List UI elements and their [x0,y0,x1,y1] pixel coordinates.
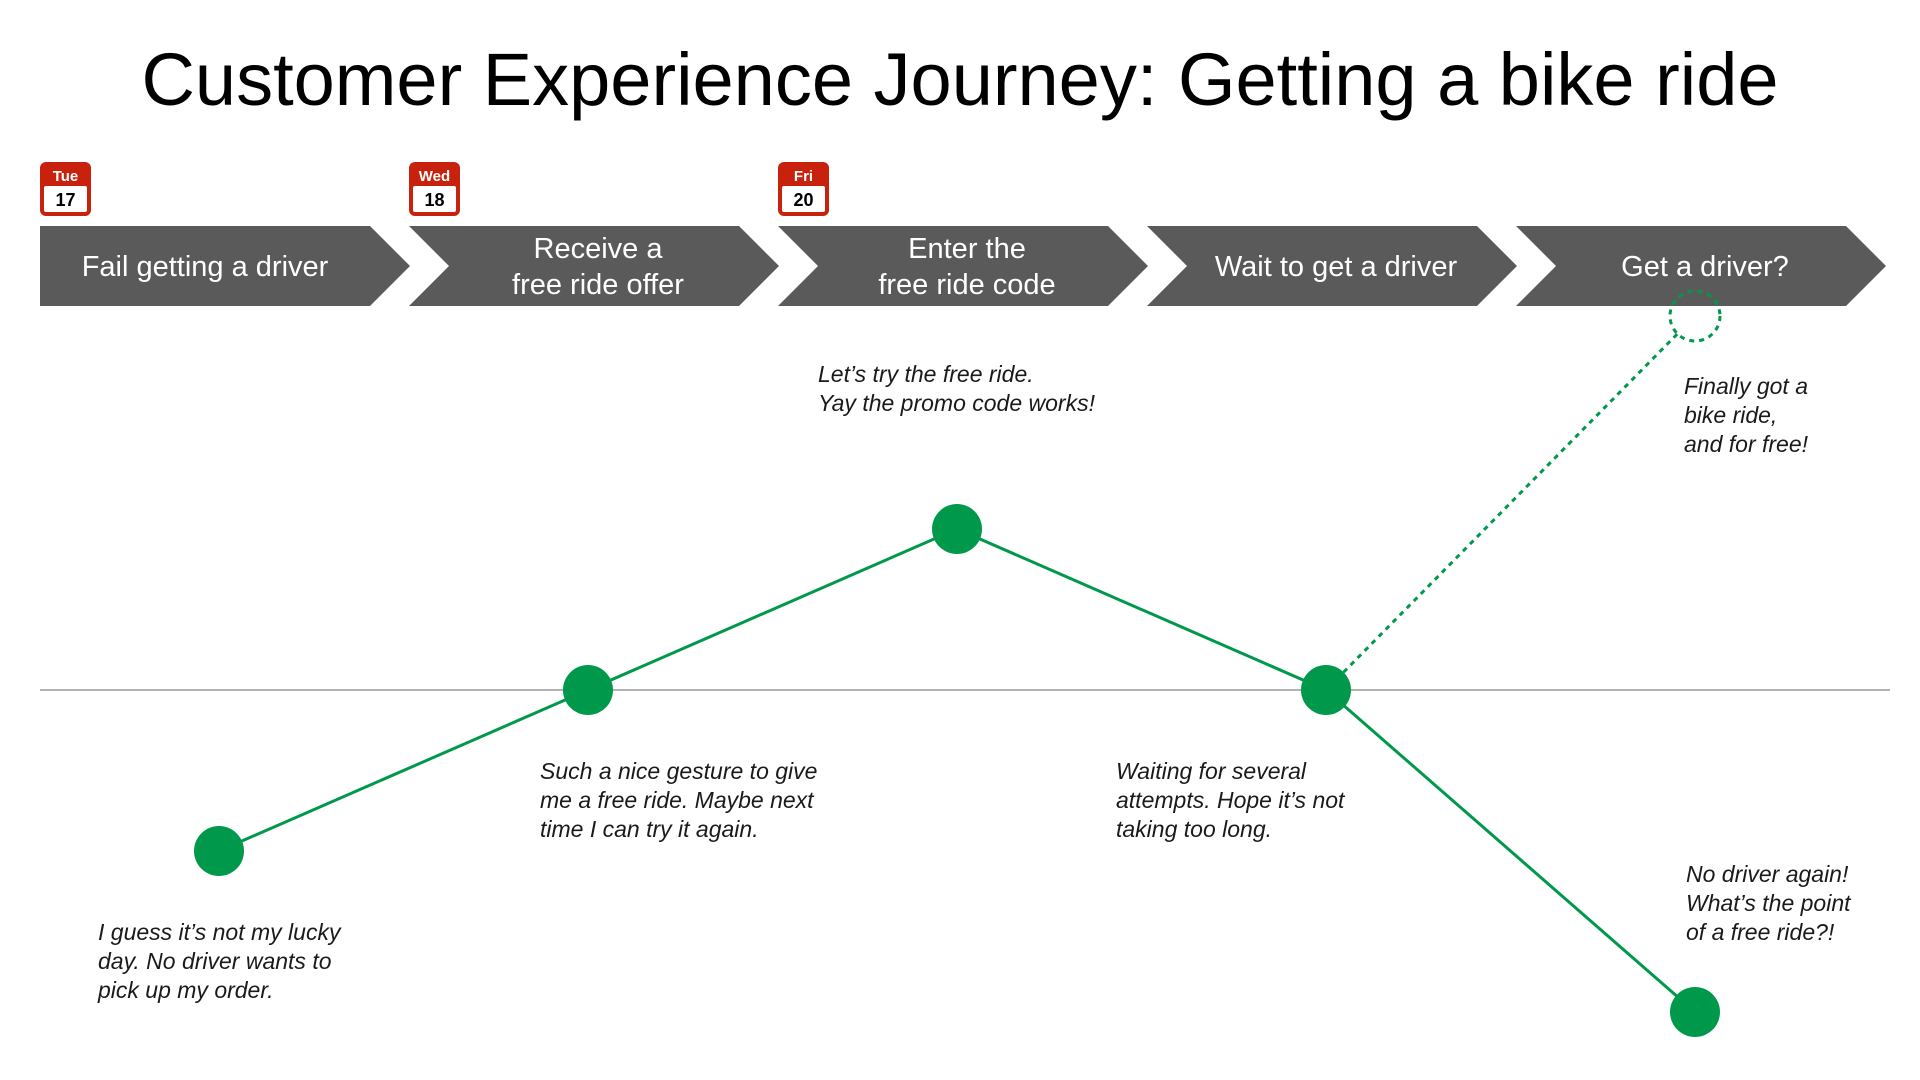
stage-4: Wait to get a driver [1147,226,1517,306]
note-line: taking too long. [1116,816,1272,842]
note-line: day. No driver wants to [98,948,332,974]
stage-5: Get a driver? [1516,226,1886,306]
calendar-date: 20 [793,190,813,210]
journey-line [218,332,1696,1014]
stage-label: free ride offer [512,269,684,301]
note-line: me a free ride. Maybe next [540,787,815,813]
note-line: bike ride, [1684,402,1777,428]
note-line: Finally got a [1684,373,1808,399]
note-line: of a free ride?! [1686,919,1835,945]
note-line: Let’s try the free ride. [818,361,1034,387]
calendar-date: 17 [55,190,75,210]
note-line: Such a nice gesture to give [540,758,817,784]
alternate-journey-point [1668,289,1722,343]
stage-3: Enter the free ride code [778,226,1148,306]
journey-segment [218,688,589,853]
stage-arrow-shape [409,226,779,306]
journey-note-3: Let’s try the free ride. Yay the promo co… [818,361,1096,416]
journey-point-3 [932,504,982,554]
calendar-page [44,186,87,212]
journey-note-4: Waiting for several attempts. Hope it’s n… [1116,758,1346,842]
calendar-day: Wed [419,168,450,185]
journey-point-4 [1301,665,1351,715]
journey-note-2: Such a nice gesture to give me a free rid… [540,758,817,842]
stage-2: Receive a free ride offer [409,226,779,306]
note-line: time I can try it again. [540,816,759,842]
stage-arrow-shape [1516,226,1886,306]
alternate-journey-segment [1342,332,1679,674]
calendar-icons: Tue 17 Wed 18 Fri 20 [40,162,829,216]
journey-point-5 [1670,987,1720,1037]
journey-segment [956,527,1327,692]
calendar-date: 18 [424,190,444,210]
journey-note-5: No driver again! What’s the point of a fre… [1686,861,1852,945]
alternate-note: Finally got a bike ride, and for free! [1684,373,1809,457]
note-line: What’s the point [1686,890,1852,916]
stage-label: free ride code [878,269,1055,301]
stage-label: Enter the [908,233,1026,265]
note-line: pick up my order. [97,977,274,1003]
calendar-page [413,186,456,212]
calendar-day: Tue [53,168,79,185]
calendar-page [782,186,825,212]
note-line: I guess it’s not my lucky [98,919,342,945]
stage-arrow-shape [1147,226,1517,306]
calendar-day: Fri [794,168,813,185]
journey-notes: I guess it’s not my lucky day. No driver … [97,361,1852,1003]
journey-segment [1325,688,1696,1014]
journey-points [194,289,1722,1037]
calendar-icon: Fri 20 [778,162,829,216]
stage-label: Wait to get a driver [1215,251,1458,283]
note-line: and for free! [1684,431,1809,457]
calendar-icon: Tue 17 [40,162,91,216]
journey-segment [587,527,958,692]
calendar-icon: Wed 18 [409,162,460,216]
stage-label: Receive a [534,233,664,265]
stage-arrows: Fail getting a driver Receive a free ride … [40,226,1886,306]
note-line: No driver again! [1686,861,1849,887]
journey-note-1: I guess it’s not my lucky day. No driver … [97,919,342,1003]
page-title: Customer Experience Journey: Getting a b… [141,38,1778,121]
stage-arrow-shape [778,226,1148,306]
note-line: Waiting for several [1116,758,1307,784]
stage-arrow-shape [40,226,410,306]
journey-point-2 [563,665,613,715]
note-line: Yay the promo code works! [818,390,1096,416]
journey-point-1 [194,826,244,876]
stage-1: Fail getting a driver [40,226,410,306]
note-line: attempts. Hope it’s not [1116,787,1346,813]
stage-label: Fail getting a driver [82,251,329,283]
stage-label: Get a driver? [1621,251,1789,283]
